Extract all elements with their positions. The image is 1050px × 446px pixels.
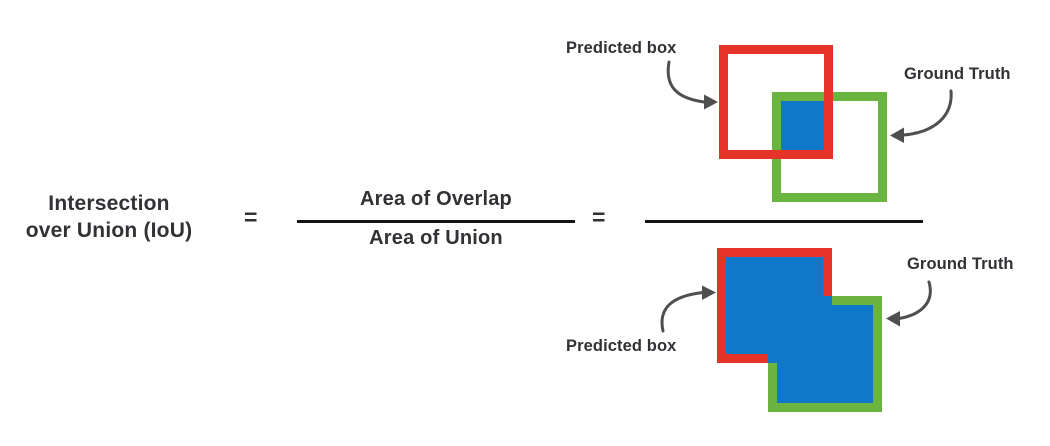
area-of-union-label: Area of Union	[369, 227, 503, 249]
overlap-fill-rect	[778, 97, 827, 152]
fraction-bar-middle	[297, 220, 575, 223]
fraction-bar-visual	[645, 220, 923, 223]
iou-term: Intersection over Union (IoU)	[8, 190, 210, 244]
union-fill-patch	[768, 296, 832, 363]
iou-term-line1: Intersection	[48, 192, 170, 215]
predicted-box-arrow-top	[666, 60, 706, 104]
equals-sign-1: =	[244, 204, 258, 230]
predicted-box-label-top: Predicted box	[566, 39, 677, 57]
ground-truth-arrow-bottom	[897, 280, 932, 320]
iou-term-line2: over Union (IoU)	[25, 219, 193, 242]
predicted-box-arrowhead-bottom	[702, 285, 716, 300]
predicted-box-arrowhead-top	[704, 94, 718, 110]
equals-sign-2: =	[592, 204, 606, 230]
ground-truth-arrow-top	[902, 89, 953, 137]
predicted-box-label-bottom: Predicted box	[566, 337, 677, 355]
ground-truth-arrowhead-bottom	[886, 311, 900, 327]
ground-truth-label-bottom: Ground Truth	[907, 255, 1014, 273]
predicted-box-arrow-bottom	[660, 291, 705, 333]
ground-truth-label-top: Ground Truth	[904, 65, 1011, 83]
predicted-box-outline	[719, 45, 833, 159]
area-of-overlap-label: Area of Overlap	[360, 188, 512, 210]
ground-truth-arrowhead-top	[890, 127, 904, 143]
